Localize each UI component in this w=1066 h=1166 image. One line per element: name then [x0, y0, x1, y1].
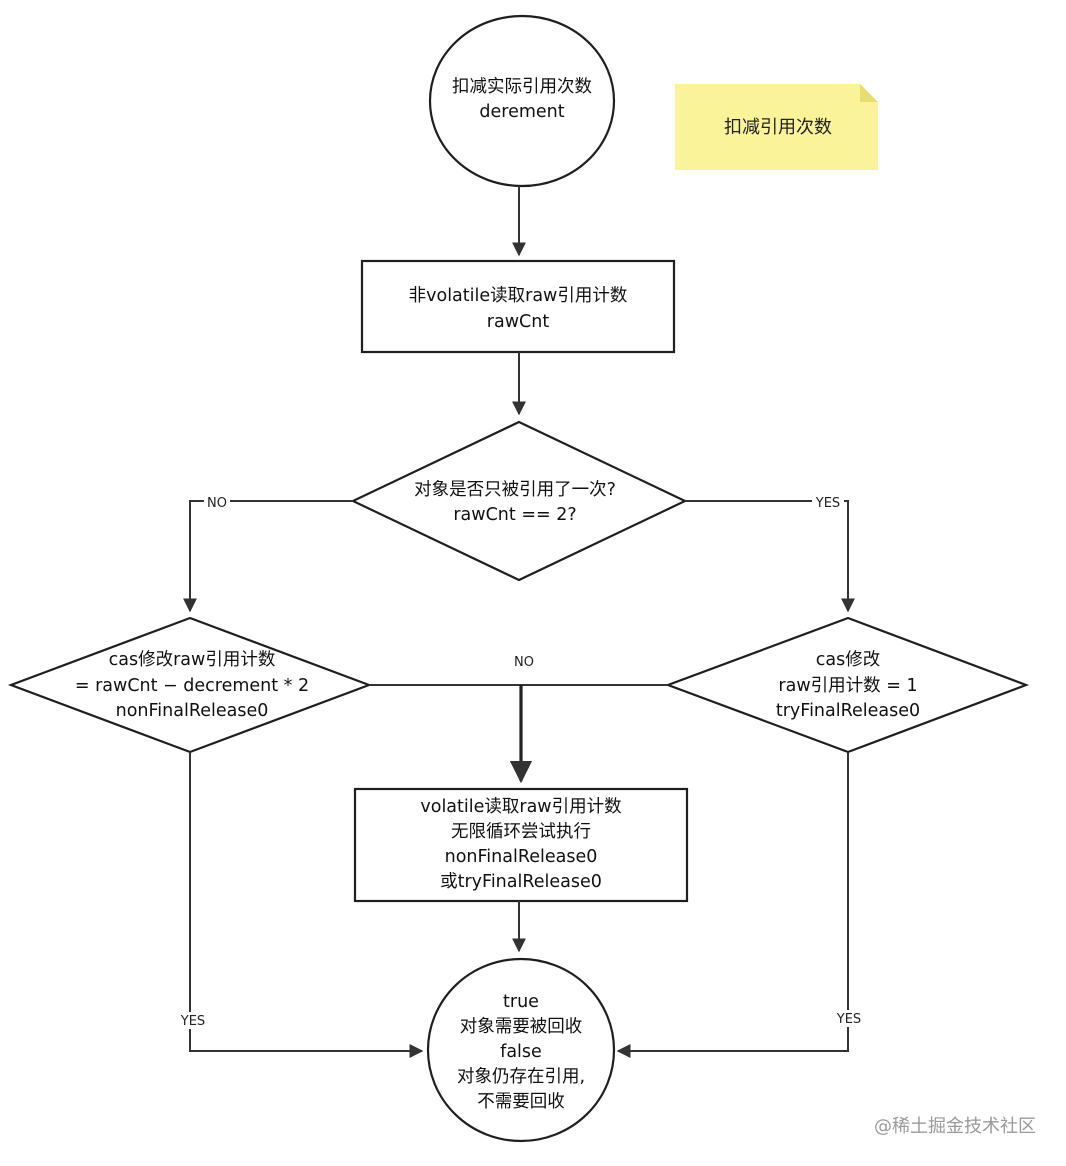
decision-line2: rawCnt == 2?: [453, 505, 576, 525]
end-line1: true: [503, 992, 539, 1012]
retry-line2: 无限循环尝试执行: [451, 822, 591, 842]
edge-left-yes: [189, 752, 424, 1058]
sticky-note-text: 扣减引用次数: [724, 117, 832, 138]
edge-label-cas-no: NO: [514, 655, 534, 670]
cas-left-node: cas修改raw引用计数 = rawCnt − decrement * 2 no…: [7, 616, 373, 754]
cas-right-line3: tryFinalRelease0: [776, 701, 920, 721]
start-node-line1: 扣减实际引用次数: [452, 77, 592, 97]
cas-left-line2: = rawCnt − decrement * 2: [75, 676, 309, 696]
edge-label-right-yes: YES: [836, 1012, 861, 1027]
cas-right-line1: cas修改: [816, 650, 880, 670]
read-raw-line1: 非volatile读取raw引用计数: [409, 286, 628, 306]
start-node: 扣减实际引用次数 derement: [428, 14, 616, 188]
retry-node: volatile读取raw引用计数 无限循环尝试执行 nonFinalRelea…: [353, 787, 689, 903]
edge-label-decision-no: NO: [207, 496, 227, 511]
sticky-note: 扣减引用次数: [675, 84, 878, 170]
cas-left-line3: nonFinalRelease0: [116, 701, 269, 721]
edge-label-decision-yes: YES: [815, 496, 840, 511]
edge-decision-no: [183, 500, 353, 613]
decision-line1: 对象是否只被引用了一次?: [414, 480, 616, 500]
cas-right-node: cas修改 raw引用计数 = 1 tryFinalRelease0: [664, 616, 1030, 754]
cas-left-line1: cas修改raw引用计数: [109, 650, 276, 670]
end-line2: 对象需要被回收: [460, 1017, 583, 1037]
edge-right-yes: [616, 752, 849, 1058]
retry-line4: 或tryFinalRelease0: [440, 872, 602, 892]
retry-line3: nonFinalRelease0: [445, 847, 598, 867]
cas-right-line2: raw引用计数 = 1: [778, 676, 917, 696]
read-raw-node: 非volatile读取raw引用计数 rawCnt: [360, 259, 676, 354]
start-node-line2: derement: [479, 102, 564, 122]
end-line4: 对象仍存在引用,: [457, 1067, 585, 1087]
watermark: @稀土掘金技术社区: [874, 1116, 1036, 1137]
retry-line1: volatile读取raw引用计数: [420, 797, 621, 817]
end-line3: false: [500, 1042, 542, 1062]
read-raw-line2: rawCnt: [487, 312, 550, 332]
end-node: true 对象需要被回收 false 对象仍存在引用, 不需要回收: [426, 957, 616, 1143]
edge-label-left-yes: YES: [180, 1014, 205, 1029]
end-line5: 不需要回收: [477, 1092, 565, 1112]
decision-node: 对象是否只被引用了一次? rawCnt == 2?: [350, 420, 688, 582]
edge-decision-yes: [685, 500, 855, 613]
